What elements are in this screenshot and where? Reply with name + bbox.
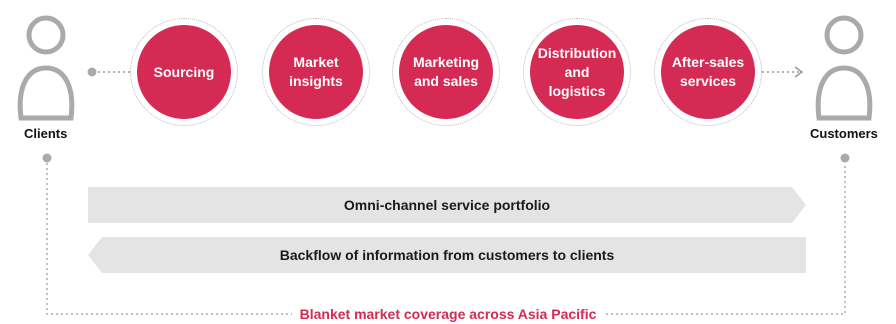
coverage-caption-text: Blanket market coverage across Asia Paci… <box>291 306 605 322</box>
stage-marketing-and-sales-label: Marketing and sales <box>399 25 493 119</box>
clients-connector-dot <box>87 67 97 77</box>
customers-arrowhead <box>794 66 804 78</box>
stage-after-sales-services-label: After-sales services <box>661 25 755 119</box>
forward-banner-label: Omni-channel service portfolio <box>343 197 551 213</box>
forward-banner-shape <box>88 187 806 223</box>
clients-label: Clients <box>24 126 68 141</box>
coverage-left-dot <box>42 153 52 163</box>
stage-after-sales-services: After-sales services <box>654 18 762 126</box>
clients-person-icon <box>17 15 75 121</box>
backward-banner-shape <box>88 237 806 273</box>
customers-label: Customers <box>810 126 878 141</box>
coverage-right-dot <box>840 153 850 163</box>
stage-sourcing-label: Sourcing <box>137 25 231 119</box>
stage-sourcing: Sourcing <box>130 18 238 126</box>
customers-person-icon <box>815 15 873 121</box>
stage-market-insights: Market insights <box>262 18 370 126</box>
stage-distribution-and-logistics: Distribution and logistics <box>523 18 631 126</box>
stage-marketing-and-sales: Marketing and sales <box>392 18 500 126</box>
backward-banner-label: Backflow of information from customers t… <box>279 247 615 263</box>
coverage-caption: Blanket market coverage across Asia Paci… <box>0 306 896 322</box>
stage-distribution-and-logistics-label: Distribution and logistics <box>530 25 624 119</box>
stage-market-insights-label: Market insights <box>269 25 363 119</box>
